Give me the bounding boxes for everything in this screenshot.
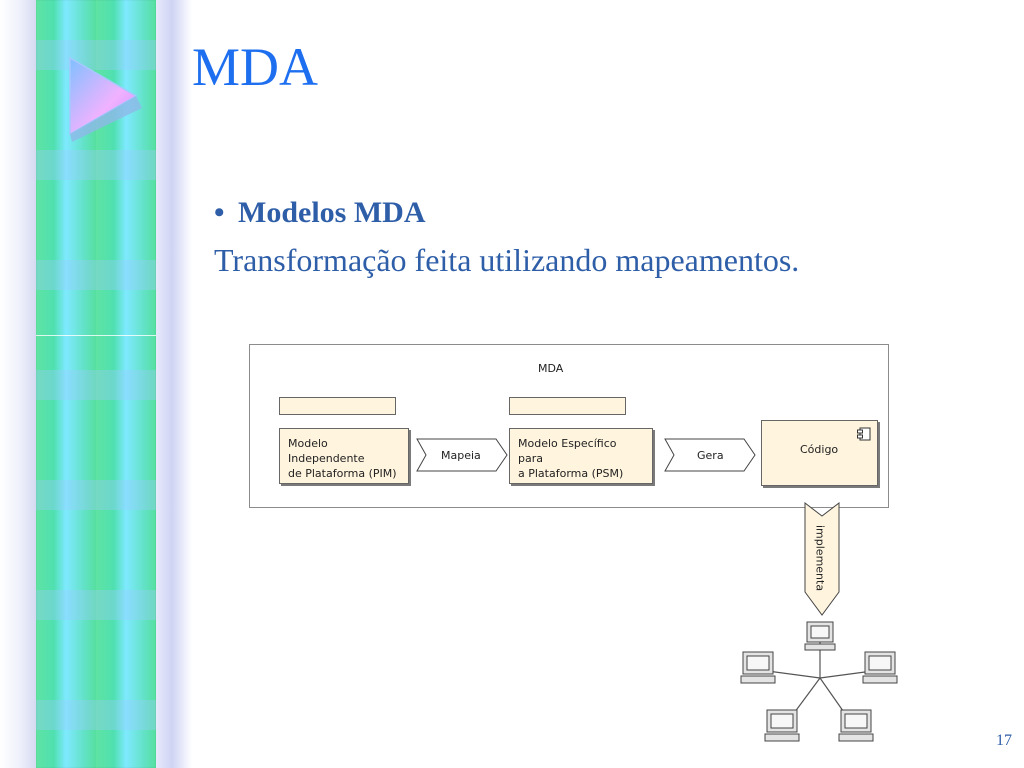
slide-title: MDA (192, 37, 319, 97)
bullet-heading: Modelos MDA (238, 196, 426, 229)
psm-text-line1: Modelo Específico para (518, 437, 617, 465)
bullet-marker: • (214, 196, 225, 229)
psm-text-line2: a Plataforma (PSM) (518, 466, 624, 480)
side-shade (156, 0, 192, 768)
pim-text-line1: Modelo Independente (288, 437, 365, 465)
implementa-label: implementa (813, 524, 827, 592)
pim-text-line2: de Plataforma (PIM) (288, 466, 397, 480)
triangle-logo-icon (69, 56, 142, 142)
pim-package: Modelo Independente de Plataforma (PIM) (279, 428, 409, 484)
bullet-item: • Modelos MDA (214, 196, 426, 230)
codigo-component: Código (761, 420, 878, 486)
gera-arrow (664, 438, 756, 472)
gera-label: Gera (697, 449, 724, 462)
diagram-frame-label: MDA (538, 362, 564, 375)
mapeia-label: Mapeia (441, 449, 481, 462)
psm-package-tab (509, 397, 626, 415)
mapeia-arrow (416, 438, 508, 472)
implementa-arrow (804, 502, 840, 616)
psm-package: Modelo Específico para a Plataforma (PSM… (509, 428, 653, 484)
codigo-label: Código (800, 443, 839, 456)
network-computers-icon (740, 621, 898, 742)
pim-package-tab (279, 397, 396, 415)
component-icon (857, 427, 871, 441)
bullet-description: Transformação feita utilizando mapeament… (214, 242, 800, 278)
page-number: 17 (996, 732, 1012, 749)
